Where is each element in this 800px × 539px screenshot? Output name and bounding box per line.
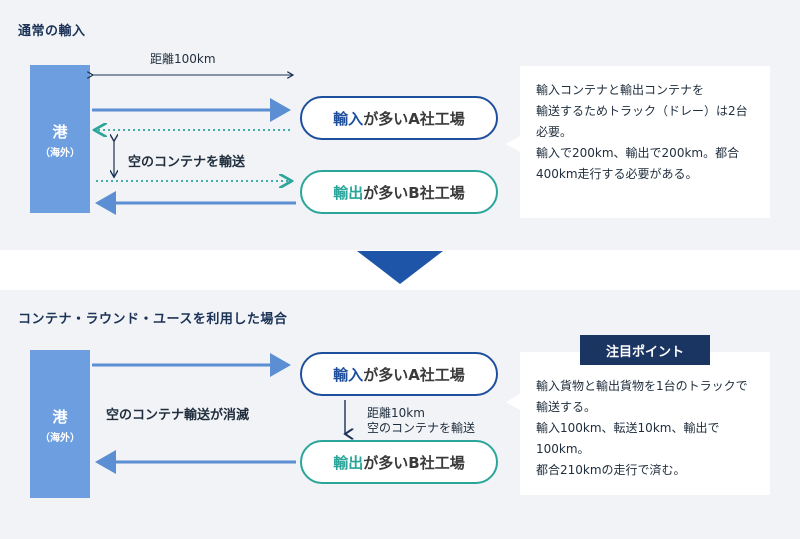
vanish-label: 空のコンテナ輸送が消滅	[106, 408, 250, 423]
note-bottom-line: 100km。	[536, 442, 590, 456]
normal-import-title: 通常の輸入	[18, 24, 86, 39]
factory-a-top: 輸入が多いA社工場	[300, 96, 498, 140]
note-pointer-top	[506, 136, 520, 152]
note-bottom: 輸入貨物と輸出貨物を1台のトラックで 輸送する。 輸入100km、転送10km、…	[520, 352, 770, 495]
note-pointer-bottom	[506, 394, 520, 410]
factory-b-bottom: 輸出が多いB社工場	[300, 440, 498, 484]
factory-a-bottom: 輸入が多いA社工場	[300, 352, 498, 396]
note-bottom-line: 輸入貨物と輸出貨物を1台のトラックで	[536, 379, 748, 393]
highlight-point-badge: 注目ポイント	[580, 335, 710, 365]
note-top: 輸入コンテナと輸出コンテナを 輸送するためトラック（ドレー）は2台 必要。 輸入…	[520, 66, 770, 218]
note-top-line: 輸入コンテナと輸出コンテナを	[536, 83, 705, 97]
factory-a-highlight: 輸入	[333, 109, 364, 128]
factory-a-rest: が多いA社工場	[363, 365, 465, 384]
port-name: 港	[52, 408, 68, 426]
factory-b-top: 輸出が多いB社工場	[300, 170, 498, 214]
port-name: 港	[52, 123, 68, 141]
port-box-bottom: 港 （海外）	[30, 350, 90, 498]
transfer-distance-label: 距離10km	[367, 406, 425, 420]
distance-label-top: 距離100km	[150, 52, 216, 66]
note-top-line: 輸入で200km、輸出で200km。都合	[536, 146, 740, 160]
factory-a-rest: が多いA社工場	[363, 109, 465, 128]
port-sub: （海外）	[40, 148, 80, 159]
port-box-top: 港 （海外）	[30, 65, 90, 213]
factory-b-rest: が多いB社工場	[363, 183, 465, 202]
transfer-empty-label: 空のコンテナを輸送	[367, 421, 476, 435]
factory-b-highlight: 輸出	[333, 183, 364, 202]
factory-b-rest: が多いB社工場	[363, 453, 465, 472]
down-chevron-icon	[357, 251, 443, 284]
factory-a-highlight: 輸入	[333, 365, 364, 384]
note-top-line: 400km走行する必要がある。	[536, 167, 698, 181]
factory-b-highlight: 輸出	[333, 453, 364, 472]
empty-container-label: 空のコンテナを輸送	[128, 155, 246, 170]
note-bottom-line: 輸送する。	[536, 400, 597, 414]
note-top-line: 輸送するためトラック（ドレー）は2台	[536, 104, 748, 118]
note-top-line: 必要。	[536, 125, 573, 139]
note-bottom-line: 輸入100km、転送10km、輸出で	[536, 421, 720, 435]
note-bottom-line: 都合210kmの走行で済む。	[536, 463, 686, 477]
port-sub: （海外）	[40, 433, 80, 444]
round-use-title: コンテナ・ラウンド・ユースを利用した場合	[18, 312, 288, 327]
